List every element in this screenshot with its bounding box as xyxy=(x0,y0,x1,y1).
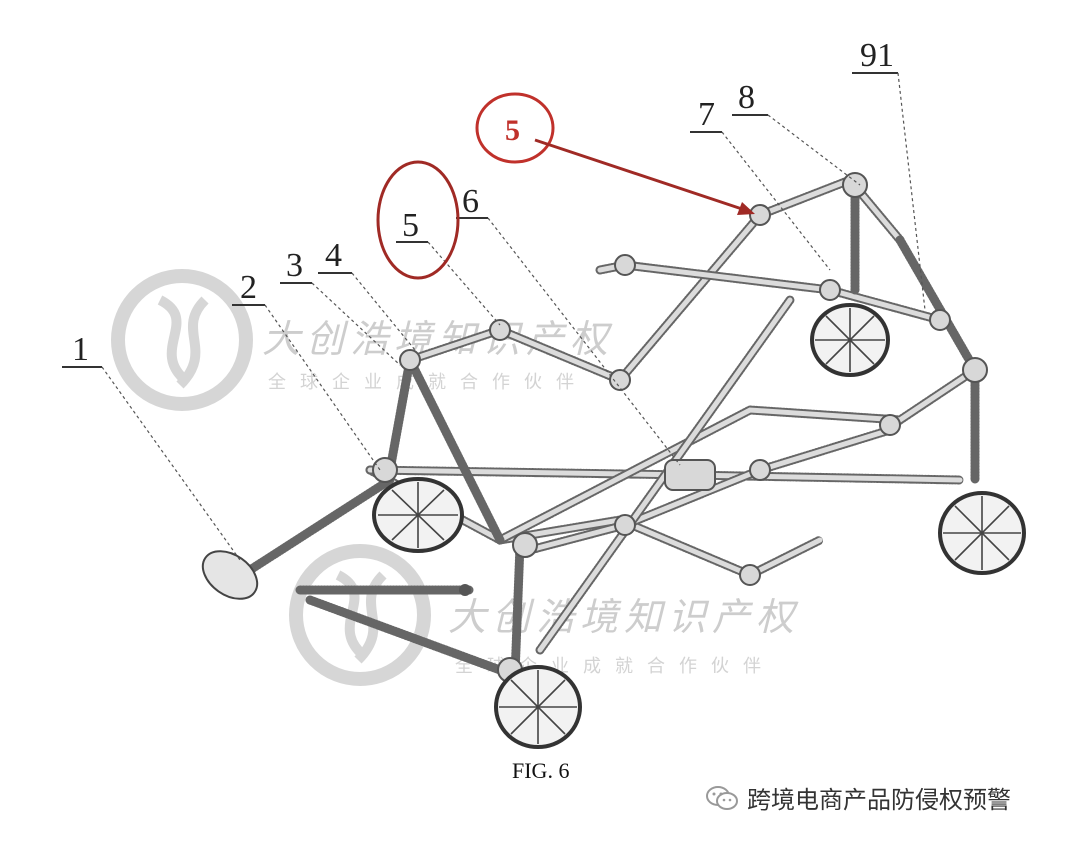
watermark-top: 大创浩境知识产权 全球企业成就合作伙伴 xyxy=(111,269,608,411)
wheel-rear-left xyxy=(372,477,464,553)
callout-label-4: 4 xyxy=(325,237,342,274)
highlight-arrow xyxy=(534,138,755,215)
highlight-circle-b xyxy=(376,160,460,280)
watermark-bottom: 大创浩境知识产权 全球企业成就合作伙伴 xyxy=(289,544,800,686)
callout-label-3: 3 xyxy=(286,247,303,284)
wechat-icon xyxy=(706,785,738,810)
callout-4: 4 xyxy=(318,237,416,351)
callout-label-6: 6 xyxy=(462,183,479,220)
callout-1: 1 xyxy=(62,331,241,561)
highlight-label-a: 5 xyxy=(505,114,520,147)
callout-label-8: 8 xyxy=(738,79,755,116)
callout-label-91: 91 xyxy=(860,37,894,74)
wheel-front-right xyxy=(938,491,1026,575)
callout-label-1: 1 xyxy=(72,331,89,368)
watermark-text-2: 大创浩境知识产权 xyxy=(448,595,800,639)
callout-label-5: 5 xyxy=(402,207,419,244)
callout-8: 8 xyxy=(732,79,861,186)
callout-3: 3 xyxy=(280,247,401,366)
wheel-rear-right xyxy=(810,303,890,377)
callout-5: 5 xyxy=(396,207,501,326)
callout-2: 2 xyxy=(232,269,381,471)
callout-label-7: 7 xyxy=(698,96,715,133)
figure-caption: FIG. 6 xyxy=(512,758,570,783)
callout-6: 6 xyxy=(456,183,681,466)
wheel-front-left xyxy=(494,665,582,749)
highlight-circle-a: 5 xyxy=(475,92,555,164)
footer-account-name: 跨境电商产品防侵权预警 xyxy=(747,786,1011,814)
callout-7: 7 xyxy=(690,96,831,271)
callout-label-2: 2 xyxy=(240,269,257,306)
footer-account: 跨境电商产品防侵权预警 xyxy=(705,780,1011,815)
callout-91: 91 xyxy=(852,37,926,311)
